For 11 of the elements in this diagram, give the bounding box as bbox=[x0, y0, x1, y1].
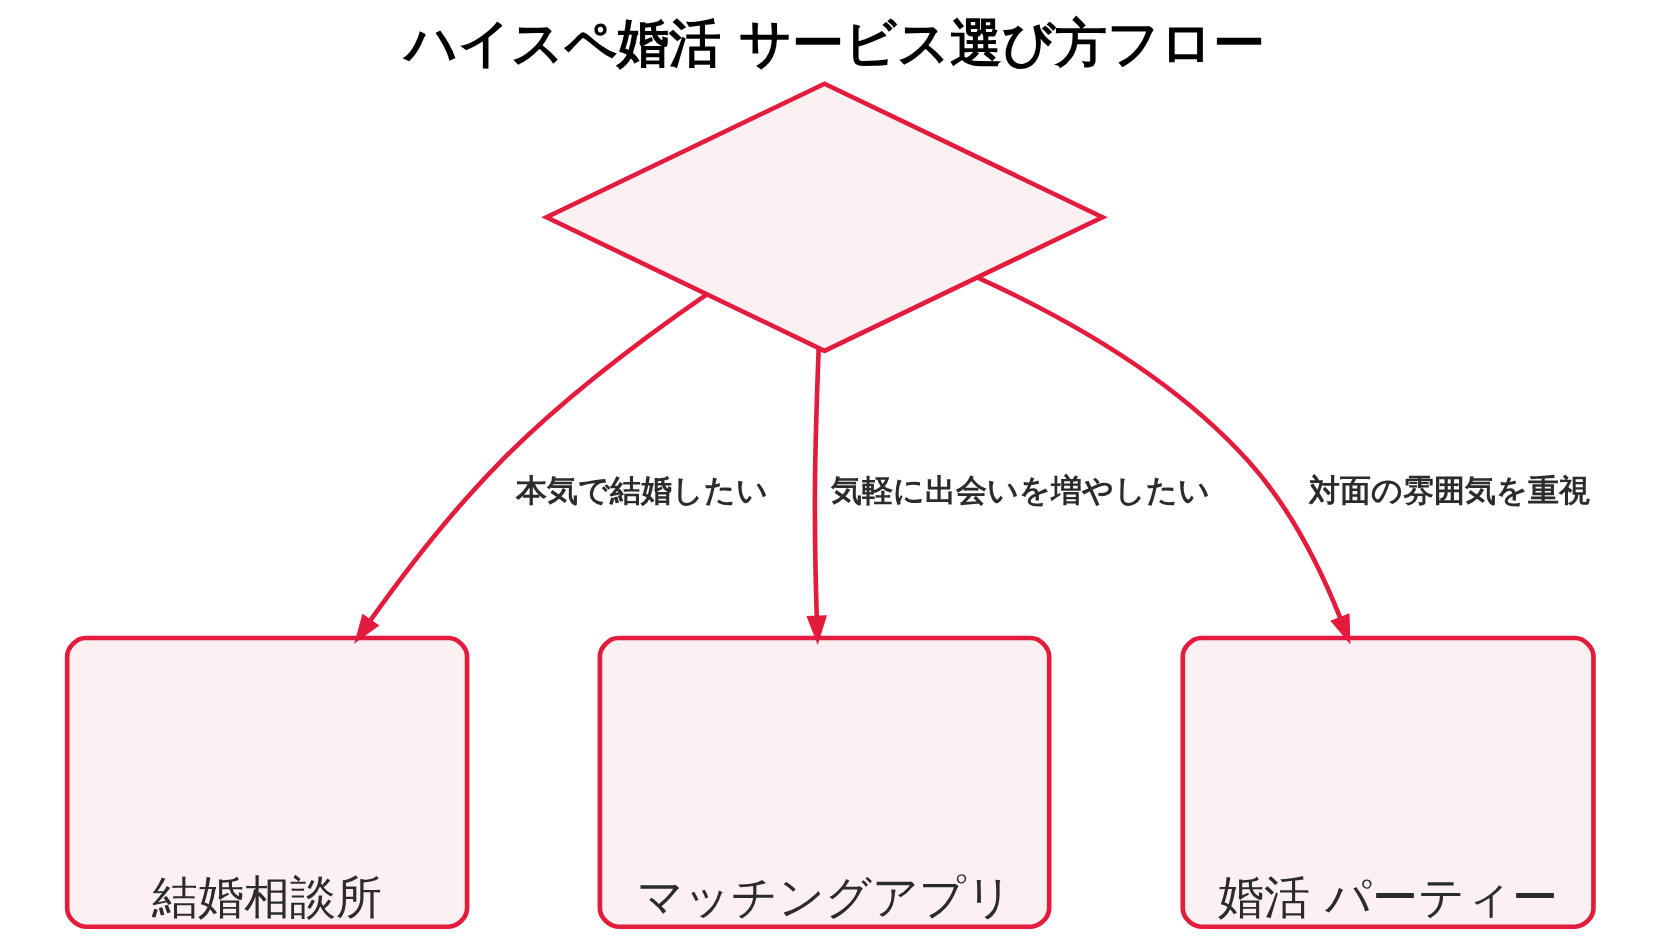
arrow bbox=[805, 348, 827, 645]
edge-label: 気軽に出会いを増やしたい bbox=[830, 471, 1210, 508]
node-diamond bbox=[540, 81, 1108, 354]
node-box: マッチングアプリ bbox=[597, 635, 1051, 930]
edge-label: 対面の雰囲気を重視 bbox=[1308, 471, 1590, 508]
node-box: 婚活 パーティー bbox=[1179, 635, 1596, 930]
node-box: 結婚相談所 bbox=[64, 635, 469, 930]
arrow bbox=[976, 275, 1350, 645]
edge-label: 本気で結婚したい bbox=[516, 471, 768, 508]
diagram-title: ハイスペ婚活 サービス選び方フロー bbox=[404, 11, 1265, 73]
arrow bbox=[353, 292, 708, 644]
